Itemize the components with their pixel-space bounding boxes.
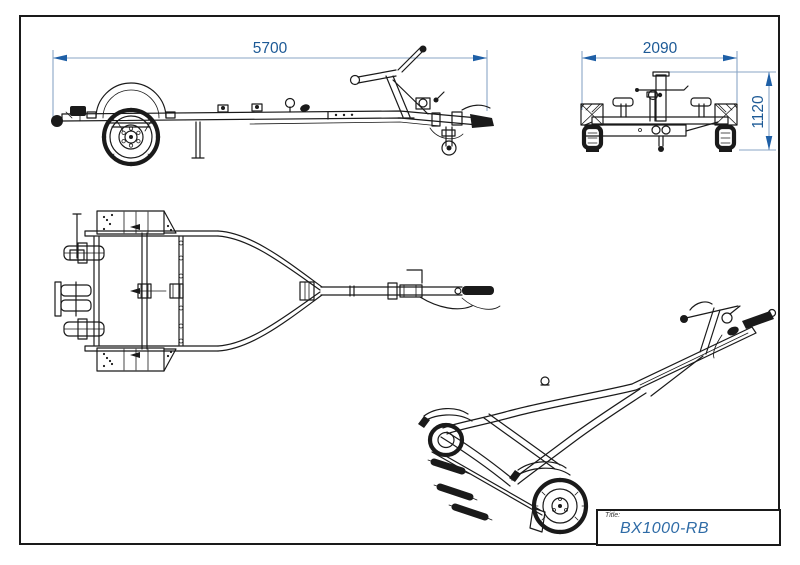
side-view-fender — [86, 82, 176, 119]
title-block: Title: BX1000-RB — [596, 509, 781, 546]
side-view-frame-beam — [61, 110, 479, 127]
top-view-coupler — [387, 269, 501, 310]
arrowhead-icon — [765, 72, 773, 86]
top-view-keel-rollers — [130, 283, 184, 299]
front-view-keel-roller — [651, 125, 671, 152]
iso-axle — [429, 446, 543, 516]
arrowhead-icon — [765, 136, 773, 150]
dimension-overall-length: 5700 — [52, 40, 488, 119]
top-view-frame-rails — [84, 230, 463, 352]
front-view-bunks — [612, 97, 712, 118]
iso-coupler — [713, 308, 777, 359]
top-view-winch-post — [69, 213, 85, 261]
top-view-drawing — [54, 210, 501, 372]
top-view-fender-bottom — [96, 347, 177, 372]
top-view-rear-rollers — [54, 281, 92, 317]
dimension-label-overall-height: 1120 — [750, 95, 767, 129]
dimension-overall-height: 1120 — [663, 71, 776, 151]
iso-view-drawing — [418, 301, 777, 535]
iso-rear-rollers — [427, 458, 493, 521]
iso-winch-post — [680, 301, 741, 355]
arrowhead-icon — [53, 54, 67, 62]
front-view-fender-right — [714, 103, 738, 126]
dimension-label-overall-width: 2090 — [643, 40, 678, 57]
dimension-overall-width: 2090 — [581, 40, 738, 110]
side-view-keel-rollers — [217, 97, 310, 113]
side-view-coupler — [429, 104, 494, 140]
side-view-axle — [105, 120, 157, 132]
drawing-border — [19, 15, 780, 545]
side-view-winch-post — [349, 45, 445, 119]
title-label: Title: — [605, 512, 621, 519]
dimension-label-overall-length: 5700 — [253, 40, 288, 57]
iso-wheel-right — [509, 461, 589, 535]
side-view-support-post — [191, 121, 205, 159]
front-view-winch-post — [635, 71, 689, 122]
front-view-drawing — [580, 71, 738, 152]
iso-frame-rails — [440, 376, 647, 487]
top-view-fender-top — [96, 210, 177, 235]
iso-drawbar — [631, 326, 757, 397]
side-view-wheel — [101, 107, 161, 167]
side-view-jockey-wheel — [441, 126, 457, 156]
arrowhead-icon — [582, 54, 596, 62]
arrowhead-icon — [723, 54, 737, 62]
iso-wheel-left — [418, 408, 473, 458]
front-view-wheel-left — [581, 124, 604, 152]
side-view-rear-roller — [51, 106, 86, 127]
title-value: BX1000-RB — [620, 520, 709, 537]
front-view-wheel-right — [714, 124, 737, 152]
arrowhead-icon — [473, 54, 487, 62]
side-view-drawing — [51, 45, 494, 167]
